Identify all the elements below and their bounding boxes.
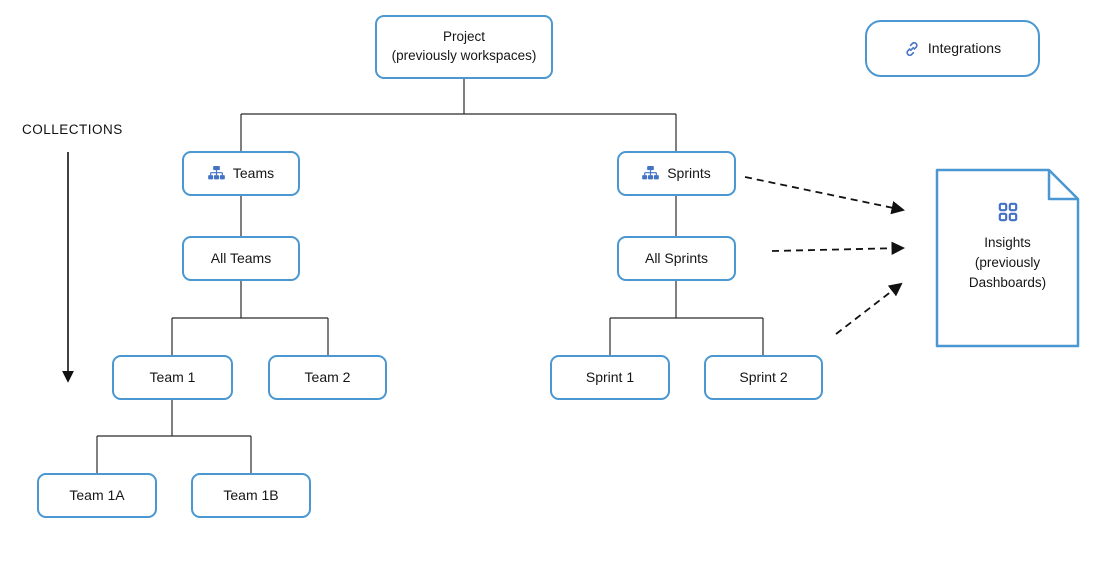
dashed-arrow-lower-to-insights: [835, 282, 903, 335]
team-1a-label: Team 1A: [69, 486, 125, 503]
teams-label: Teams: [232, 164, 275, 181]
node-teams: Teams: [182, 151, 300, 196]
node-all-sprints: All Sprints: [617, 236, 736, 281]
dashboard-grid-icon: [998, 202, 1018, 222]
integrations-label: Integrations: [927, 39, 1002, 56]
sprints-label: Sprints: [667, 164, 711, 181]
document-shape: [935, 168, 1080, 348]
all-teams-label: All Teams: [210, 249, 272, 266]
org-chart-icon: [208, 166, 225, 181]
node-team-1a: Team 1A: [37, 473, 157, 518]
node-integrations: Integrations: [865, 20, 1040, 77]
node-insights-document: Insights (previously Dashboards): [935, 168, 1080, 348]
all-sprints-label: All Sprints: [644, 249, 709, 266]
node-sprint-2: Sprint 2: [704, 355, 823, 400]
collections-label: COLLECTIONS: [22, 122, 123, 137]
node-team-2: Team 2: [268, 355, 387, 400]
project-subtitle: (previously workspaces): [391, 48, 537, 63]
dashed-arrow-sprints-to-insights: [744, 176, 905, 215]
sprint-2-label: Sprint 2: [739, 368, 788, 385]
team-1b-label: Team 1B: [223, 486, 279, 503]
insights-subtitle-1: (previously: [974, 255, 1041, 271]
project-title: Project: [442, 29, 486, 45]
org-chart-icon: [642, 166, 660, 181]
node-team-1b: Team 1B: [191, 473, 311, 518]
node-team-1: Team 1: [112, 355, 233, 400]
sprint-1-label: Sprint 1: [585, 368, 635, 385]
link-icon: [904, 41, 920, 57]
team-1-label: Team 1: [149, 368, 196, 385]
insights-title: Insights: [984, 235, 1031, 250]
node-sprint-1: Sprint 1: [550, 355, 670, 400]
team-2-label: Team 2: [304, 368, 351, 385]
node-all-teams: All Teams: [182, 236, 300, 281]
node-sprints: Sprints: [617, 151, 736, 196]
node-project: Project (previously workspaces): [375, 15, 553, 79]
insights-subtitle-2: Dashboards): [968, 275, 1047, 291]
dashed-arrow-allsprints-to-insights: [771, 241, 906, 256]
